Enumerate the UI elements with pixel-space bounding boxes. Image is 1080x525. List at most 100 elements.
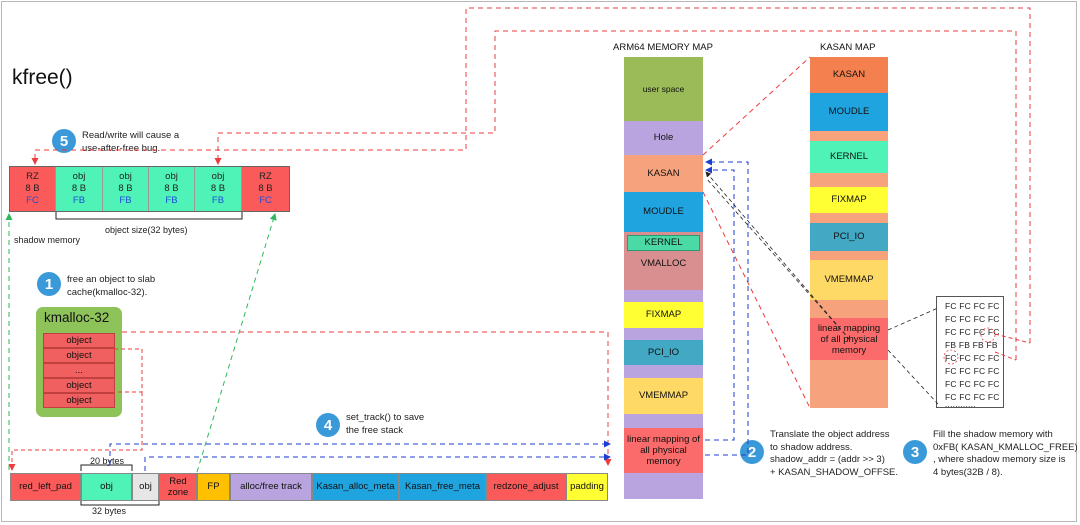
kasanmap-vmemmap: VMEMMAP bbox=[810, 260, 888, 300]
shadow-values-line-3: FC FC FC FC bbox=[945, 327, 1000, 337]
redzone-adjust-block: redzone_adjust bbox=[486, 473, 566, 501]
step-2-badge: 2 bbox=[740, 440, 764, 464]
highlight-circle-2 bbox=[943, 349, 959, 365]
kasanmap-moudle: MOUDLE bbox=[810, 93, 888, 131]
shadow-cell-obj-1: obj 8 B FB bbox=[56, 167, 103, 211]
kasan-zoom-bottom bbox=[702, 191, 811, 409]
shadow-translate-path-2 bbox=[705, 158, 749, 456]
shadow-cell-value: FB bbox=[211, 195, 225, 206]
shadow-values-line-5: FC FC FC FC bbox=[945, 353, 1000, 363]
shadow-cell-name: obj bbox=[211, 171, 225, 182]
shadow-values-ellipsis: ............ bbox=[945, 399, 976, 409]
step-2-note: Translate the object address to shadow a… bbox=[770, 429, 898, 479]
bracket-20-bytes bbox=[80, 464, 133, 471]
step-4-note: set_track() to save the free stack bbox=[346, 412, 424, 437]
shadow-cell-size: 8 B bbox=[210, 183, 226, 194]
set-track-path-2 bbox=[144, 453, 611, 471]
kmalloc-object-1: object bbox=[43, 333, 115, 348]
kmalloc-object-bracket bbox=[114, 348, 143, 393]
fc-box-connector-2 bbox=[994, 351, 1017, 361]
kmalloc-object-ellipsis: ... bbox=[43, 363, 115, 378]
object-to-linear-path bbox=[122, 331, 612, 466]
shadow-cell-value: FC bbox=[259, 195, 272, 206]
shadow-cell-size: 8 B bbox=[258, 183, 273, 194]
arm64-gap-3 bbox=[624, 365, 703, 378]
shadow-memory-row: RZ 8 B FC obj 8 B FB obj 8 B FB obj 8 B … bbox=[9, 166, 290, 212]
shadow-cell-name: obj bbox=[165, 171, 178, 182]
alloc-free-track-block: alloc/free track bbox=[230, 473, 312, 501]
step-4-text-line-1: set_track() to save bbox=[346, 412, 425, 423]
arm64-vmemmap: VMEMMAP bbox=[624, 378, 703, 414]
padding-block: padding bbox=[566, 473, 608, 501]
object-to-layout-path bbox=[8, 392, 143, 471]
detail-link-kasan-2 bbox=[705, 177, 851, 341]
arm64-pci-io: PCI_IO bbox=[624, 340, 703, 365]
kasanmap-gap-5 bbox=[810, 300, 888, 318]
step-2-text-line-4: + KASAN_SHADOW_OFFSE. bbox=[770, 466, 899, 478]
kasan-map-title: KASAN MAP bbox=[820, 42, 876, 53]
obj-padding-block: obj bbox=[132, 473, 159, 501]
arm64-bottom bbox=[624, 473, 703, 499]
kmalloc-object-2: object bbox=[43, 348, 115, 363]
step-3-note: Fill the shadow memory with 0xFB( KASAN_… bbox=[933, 429, 1078, 479]
uaf-path-outer bbox=[31, 7, 1031, 343]
arm64-gap-1 bbox=[624, 290, 703, 302]
shadow-cell-size: 8 B bbox=[118, 183, 133, 194]
object-size-bracket bbox=[55, 212, 243, 220]
arm64-hole: Hole bbox=[624, 121, 703, 155]
step-5-text-line-2: use-after-free bug. bbox=[82, 142, 161, 154]
kasan-free-meta-block: Kasan_free_meta bbox=[399, 473, 486, 501]
label-20-bytes: 20 bytes bbox=[90, 456, 125, 466]
shadow-cell-rz-right: RZ 8 B FC bbox=[242, 167, 289, 211]
shadow-cell-name: RZ bbox=[26, 171, 39, 182]
shadow-translate-path-1 bbox=[705, 166, 735, 441]
step-3-badge: 3 bbox=[903, 440, 927, 464]
shadow-values-line-8: FC FC FC FC bbox=[945, 392, 1000, 402]
arm64-linear-mapping: linear mapping of all physical memory bbox=[624, 428, 703, 473]
kasan-zoom-top bbox=[702, 56, 811, 156]
detail-link-bottom bbox=[887, 349, 939, 405]
step-5-text-line-1: Read/write will cause a bbox=[82, 130, 180, 141]
step-2-text-line-2: to shadow address. bbox=[770, 441, 853, 453]
kasanmap-pci-io: PCI_IO bbox=[810, 223, 888, 251]
step-4-badge: 4 bbox=[316, 413, 340, 437]
step-1-text-line-2: cache(kmalloc-32). bbox=[67, 286, 148, 298]
arm64-gap-4 bbox=[624, 414, 703, 428]
shadow-values-line-freed: FB FB FB FB bbox=[945, 340, 998, 350]
kasanmap-bottom bbox=[810, 360, 888, 408]
arm64-vmalloc-label: VMALLOC bbox=[640, 258, 687, 269]
kmalloc-32-cache: kmalloc-32 object object ... object obje… bbox=[36, 307, 122, 417]
uaf-path-inner bbox=[214, 30, 1017, 360]
step-1-badge: 1 bbox=[37, 272, 61, 296]
detail-link-top bbox=[887, 307, 939, 331]
shadow-cell-name: obj bbox=[72, 171, 86, 182]
arm64-gap-2 bbox=[624, 328, 703, 340]
shadow-cell-value: FB bbox=[165, 195, 178, 206]
shadow-cell-value: FB bbox=[119, 195, 132, 206]
detail-link-kasan-1 bbox=[705, 171, 851, 341]
step-1-note: free an object to slab cache(kmalloc-32)… bbox=[67, 274, 155, 299]
step-5-note: Read/write will cause a use-after-free b… bbox=[82, 130, 179, 155]
shadow-cell-obj-2: obj 8 B FB bbox=[103, 167, 149, 211]
page-title: kfree() bbox=[12, 66, 73, 89]
shadow-cell-obj-3: obj 8 B FB bbox=[149, 167, 195, 211]
step-3-text-line-4: 4 bytes(32B / 8). bbox=[933, 466, 1003, 478]
kasanmap-gap-4 bbox=[810, 251, 888, 260]
fp-block: FP bbox=[197, 473, 230, 501]
kmalloc-object-4: object bbox=[43, 378, 115, 393]
shadow-values-line-2: FC FC FC FC bbox=[945, 314, 1000, 324]
shadow-cell-size: 8 B bbox=[71, 183, 87, 194]
shadow-cell-obj-4: obj 8 B FB bbox=[195, 167, 242, 211]
step-4-text-line-2: the free stack bbox=[346, 424, 404, 436]
shadow-values-line-1: FC FC FC FC bbox=[945, 301, 1000, 311]
step-2-text-line-3: shadow_addr = (addr >> 3) bbox=[770, 454, 885, 465]
kasan-alloc-meta-block: Kasan_alloc_meta bbox=[312, 473, 399, 501]
fc-box-connector-1 bbox=[994, 333, 1031, 344]
step-3-text-line-3: , where shadow memory size is bbox=[933, 454, 1066, 465]
arm64-fixmap: FIXMAP bbox=[624, 302, 703, 328]
shadow-cell-size: 8 B bbox=[164, 183, 179, 194]
layout-to-shadow-right bbox=[196, 213, 277, 473]
step-3-text-line-1: Fill the shadow memory with bbox=[933, 429, 1053, 440]
